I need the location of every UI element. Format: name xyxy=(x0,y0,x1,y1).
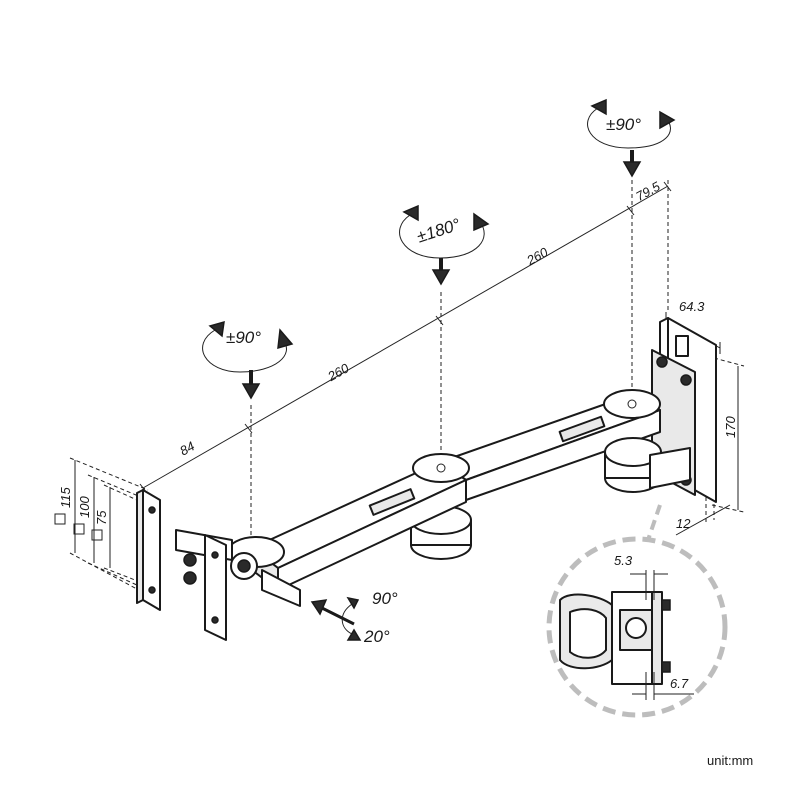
vesa-100-label: 100 xyxy=(77,496,92,518)
dimension-lines xyxy=(54,180,745,596)
unit-label: unit:mm xyxy=(707,753,753,768)
arm-assembly xyxy=(227,389,691,607)
rotation-arrows xyxy=(202,98,676,641)
rotation-label-left: ±90° xyxy=(226,328,261,347)
vesa-75-label: 75 xyxy=(94,510,109,525)
detail-dim-6-7: 6.7 xyxy=(670,676,689,691)
dim-79-5: 79.5 xyxy=(633,178,663,204)
vesa-115-label: 115 xyxy=(58,487,73,508)
rotation-label-wall: ±90° xyxy=(606,115,641,134)
detail-callout xyxy=(546,504,728,718)
rotation-label-middle: ±180° xyxy=(414,215,462,247)
tilt-up-label: 90° xyxy=(372,589,398,608)
detail-dim-5-3: 5.3 xyxy=(614,553,633,568)
tilt-down-label: 20° xyxy=(363,627,390,646)
dim-64-3: 64.3 xyxy=(679,299,705,314)
vesa-plate xyxy=(136,489,233,641)
dim-170: 170 xyxy=(723,416,738,438)
dim-84: 84 xyxy=(177,438,197,458)
dim-12: 12 xyxy=(676,516,691,531)
dim-260-b: 260 xyxy=(523,244,551,268)
